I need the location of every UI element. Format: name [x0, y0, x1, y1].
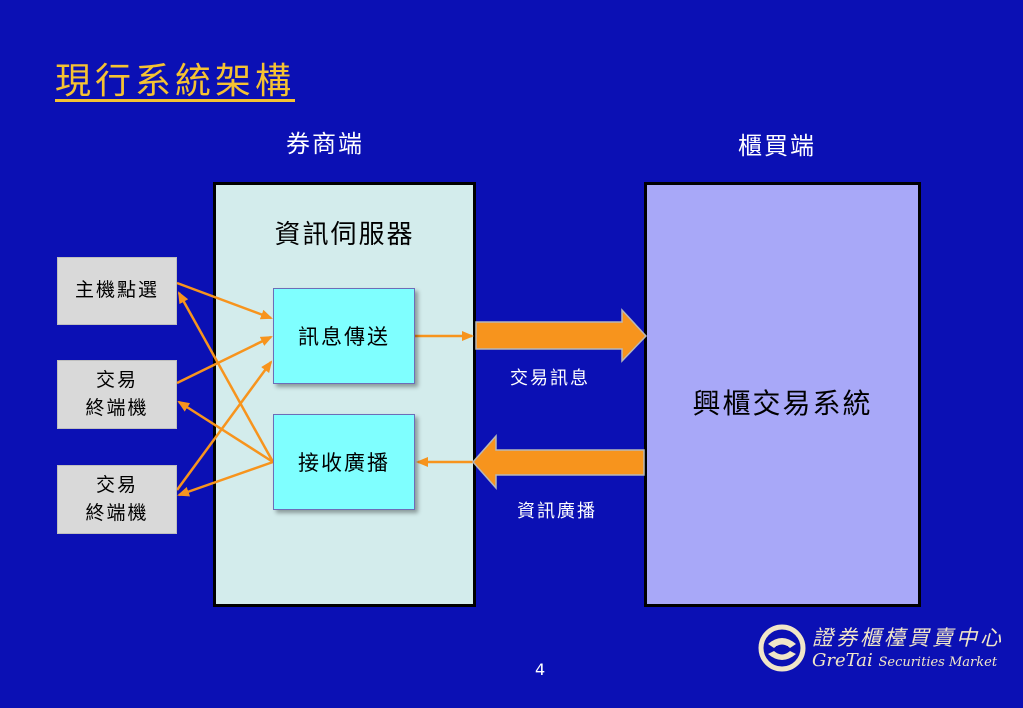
- trade-message-label: 交易訊息: [510, 368, 590, 389]
- broker-info-server-panel: [213, 182, 476, 607]
- page-number: 4: [535, 660, 546, 679]
- terminal-label-line: 終端機: [85, 501, 149, 524]
- outbound-block-arrow: [475, 308, 648, 363]
- arrow-recv-to-host: [177, 291, 275, 463]
- trading-terminal-1: 交易 終端機: [57, 360, 177, 429]
- arrow-term1-to-send: [176, 335, 273, 385]
- otc-trading-system-panel: [644, 182, 921, 607]
- gretai-emblem-icon: [758, 624, 806, 672]
- gretai-logo: 證券櫃檯買賣中心 GreTai Securities Market: [758, 622, 1001, 678]
- arrow-recv-to-term2: [177, 460, 274, 497]
- page-title: 現行系統架構: [55, 61, 296, 102]
- broker-side-heading: 券商端: [286, 130, 364, 158]
- inbound-block-arrow: [471, 434, 645, 490]
- terminal-label-line: 交易: [95, 473, 138, 496]
- host-select-terminal: 主機點選: [57, 257, 177, 325]
- arrow-term2-to-send: [175, 360, 273, 491]
- arrow-host-to-send: [176, 281, 273, 320]
- info-server-title: 資訊伺服器: [274, 220, 415, 250]
- terminal-label-line: 主機點選: [74, 279, 159, 302]
- logo-subtitle: Securities Market: [878, 655, 998, 670]
- terminal-label-line: 交易: [95, 368, 138, 391]
- message-send-box: 訊息傳送: [273, 288, 415, 384]
- logo-chinese-name: 證券櫃檯買賣中心: [812, 626, 1004, 650]
- otc-system-label: 興櫃交易系統: [692, 387, 873, 420]
- logo-brand: GreTai: [812, 650, 873, 671]
- arrow-recv-to-term1: [177, 400, 274, 464]
- logo-english-name: GreTai Securities Market: [812, 650, 997, 671]
- otc-side-heading: 櫃買端: [738, 132, 816, 160]
- trading-terminal-2: 交易 終端機: [57, 465, 177, 534]
- info-broadcast-label: 資訊廣播: [517, 501, 597, 522]
- terminal-label-line: 終端機: [85, 396, 149, 419]
- receive-broadcast-box: 接收廣播: [273, 414, 415, 510]
